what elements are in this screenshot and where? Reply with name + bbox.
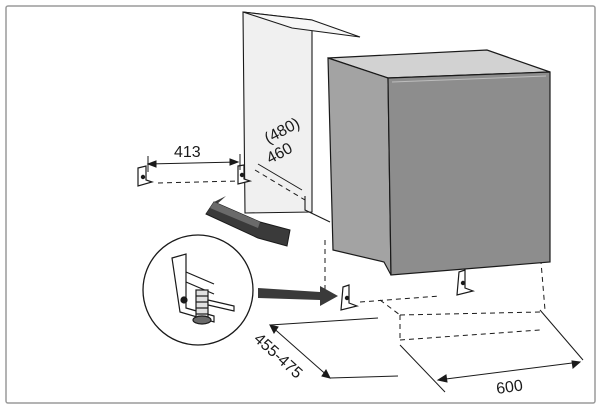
- appliance: [327, 49, 551, 276]
- appliance-bracket-rear: [456, 269, 476, 296]
- dim-width: [399, 309, 584, 393]
- arrow-detail-icon: [258, 286, 338, 306]
- appliance-front: [387, 71, 551, 276]
- arrow-insert-icon: [205, 196, 291, 247]
- appliance-side: [327, 57, 392, 276]
- dim-bracket-spacing-label: 413: [174, 144, 201, 161]
- wall-bracket-right: [237, 164, 253, 185]
- appliance-bracket-front: [340, 284, 360, 311]
- dim-height: [269, 317, 399, 379]
- dim-width-label: 600: [495, 377, 524, 398]
- dim-bracket-spacing: [146, 154, 241, 172]
- dim-depth: [257, 163, 303, 191]
- bracket-detail-circle: [142, 234, 254, 346]
- appliance-rail: [359, 295, 441, 303]
- wall-bracket-left: [137, 165, 155, 187]
- cabinet-outline: [242, 11, 361, 223]
